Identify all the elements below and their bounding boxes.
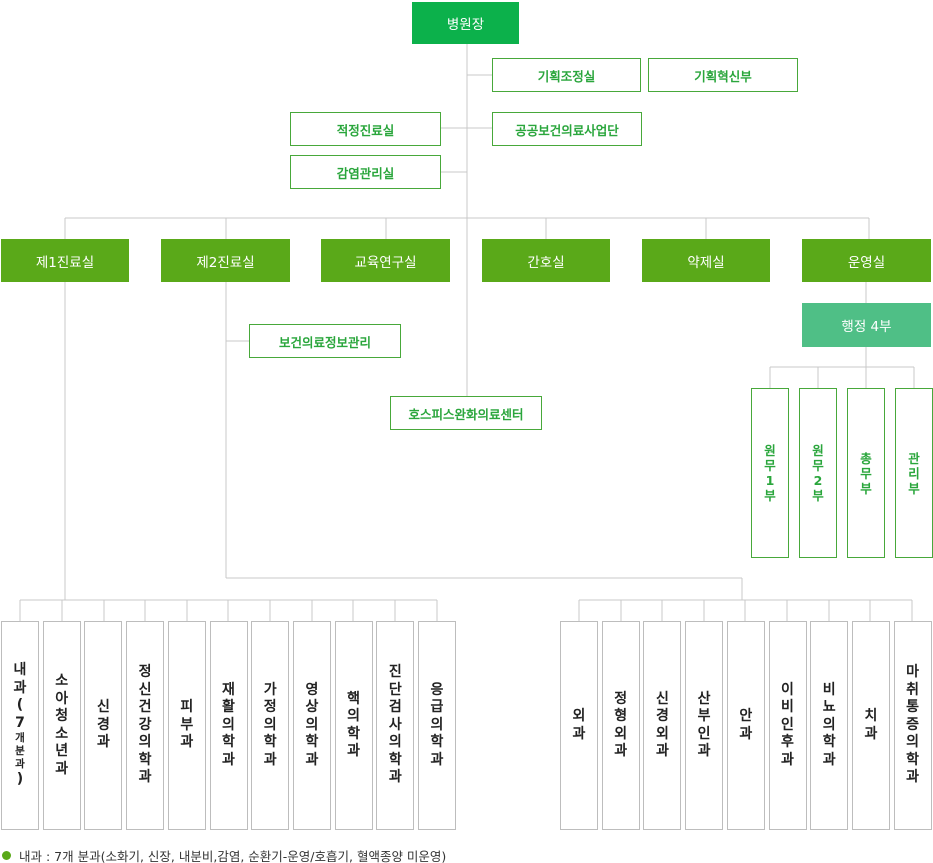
footnote: 내과 : 7개 분과(소화기, 신장, 내분비,감염, 순환기-운영/호흡기, …	[2, 846, 446, 863]
dept-operations: 운영실	[802, 239, 931, 282]
dept-education: 교육연구실	[321, 239, 450, 282]
public-health-box: 공공보건의료사업단	[492, 112, 642, 146]
dept-clinic2: 제2진료실	[161, 239, 290, 282]
bullet-icon	[2, 851, 11, 860]
dept-pharmacy: 약제실	[642, 239, 770, 282]
health-info-box: 보건의료정보관리	[249, 324, 401, 358]
infection-control-box: 감염관리실	[290, 155, 441, 189]
planning-innovation-box: 기획혁신부	[648, 58, 798, 92]
director-box: 병원장	[412, 2, 519, 44]
hospice-box: 호스피스완화의료센터	[390, 396, 542, 430]
proper-care-box: 적정진료실	[290, 112, 441, 146]
dept-clinic1: 제1진료실	[1, 239, 129, 282]
admin-group-box: 행정 4부	[802, 303, 931, 347]
footnote-text: 내과 : 7개 분과(소화기, 신장, 내분비,감염, 순환기-운영/호흡기, …	[19, 849, 447, 863]
dept-nursing: 간호실	[482, 239, 610, 282]
planning-office-box: 기획조정실	[492, 58, 641, 92]
